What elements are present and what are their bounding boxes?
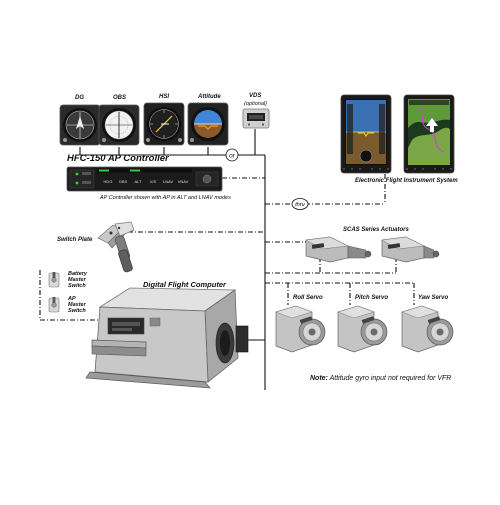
switch-plate-label: Switch Plate xyxy=(57,237,93,243)
obs-instrument xyxy=(98,104,140,146)
obs-label: OBS xyxy=(113,95,127,101)
vds-note: (optional) xyxy=(244,101,267,107)
yaw-servo xyxy=(401,305,454,353)
digital-flight-computer xyxy=(85,287,249,389)
ap-controller-unit xyxy=(66,166,223,192)
efis-display-right xyxy=(403,94,455,174)
efis-label: Electronic Flight Instrument System xyxy=(355,178,458,184)
vds-label: VDS xyxy=(249,93,262,99)
controller-button-lnav: LNAV xyxy=(163,179,173,184)
attitude-instrument xyxy=(187,102,229,146)
ap-master-label-line-1: AP xyxy=(68,296,76,302)
ap-master-switch xyxy=(48,297,60,313)
junction-or-label: or xyxy=(229,153,236,160)
battery-master-label-line-3: Switch xyxy=(68,283,86,289)
ap-master-label-line-2: Master xyxy=(68,302,86,308)
hsi-label: HSI xyxy=(159,94,170,100)
yaw-servo-label: Yaw Servo xyxy=(418,295,449,301)
efis-display-left xyxy=(340,94,392,174)
junction-or: or xyxy=(225,148,239,162)
pitch-servo-label: Pitch Servo xyxy=(355,295,389,301)
controller-button-alt: ALT xyxy=(134,179,142,184)
junction-thru: thru xyxy=(291,198,309,210)
vfr-note-text: Attitude gyro input not required for VFR xyxy=(327,375,452,382)
roll-servo xyxy=(275,305,326,353)
battery-master-label: Battery Master Switch xyxy=(68,271,87,289)
roll-servo-label: Roll Servo xyxy=(293,295,323,301)
controller-caption: AP Controller shown with AP in ALT and L… xyxy=(100,195,231,201)
controller-button-hdg: HDG xyxy=(104,179,113,184)
controller-title: HFC-150 AP Controller xyxy=(67,153,169,164)
controller-button-vnav: VNAV xyxy=(178,179,189,184)
controller-button-obs: OBS xyxy=(119,179,128,184)
switch-plate xyxy=(97,221,135,273)
attitude-label: Attitude xyxy=(198,94,221,100)
ap-master-label: AP Master Switch xyxy=(68,296,86,314)
computer-label: Digital Flight Computer xyxy=(143,280,226,289)
vds-instrument xyxy=(242,108,270,129)
vfr-note: Note: Attitude gyro input not required f… xyxy=(310,375,451,382)
battery-master-switch xyxy=(48,272,60,288)
junction-thru-label: thru xyxy=(295,202,304,208)
battery-master-label-line-2: Master xyxy=(68,277,86,283)
battery-master-label-line-1: Battery xyxy=(68,271,87,277)
pitch-servo xyxy=(337,305,388,353)
vfr-note-prefix: Note: xyxy=(310,375,328,382)
ap-master-label-line-3: Switch xyxy=(68,308,86,314)
dg-instrument xyxy=(59,104,101,146)
hsi-instrument xyxy=(143,102,185,146)
controller-buttons: HDG OBS ALT V/S LNAV VNAV xyxy=(104,179,189,184)
dg-label: DG xyxy=(75,95,84,101)
controller-button-vs: V/S xyxy=(150,179,157,184)
scas-actuator-1 xyxy=(305,236,372,263)
scas-actuator-2 xyxy=(381,236,440,263)
scas-label: SCAS Series Actuators xyxy=(343,227,409,233)
